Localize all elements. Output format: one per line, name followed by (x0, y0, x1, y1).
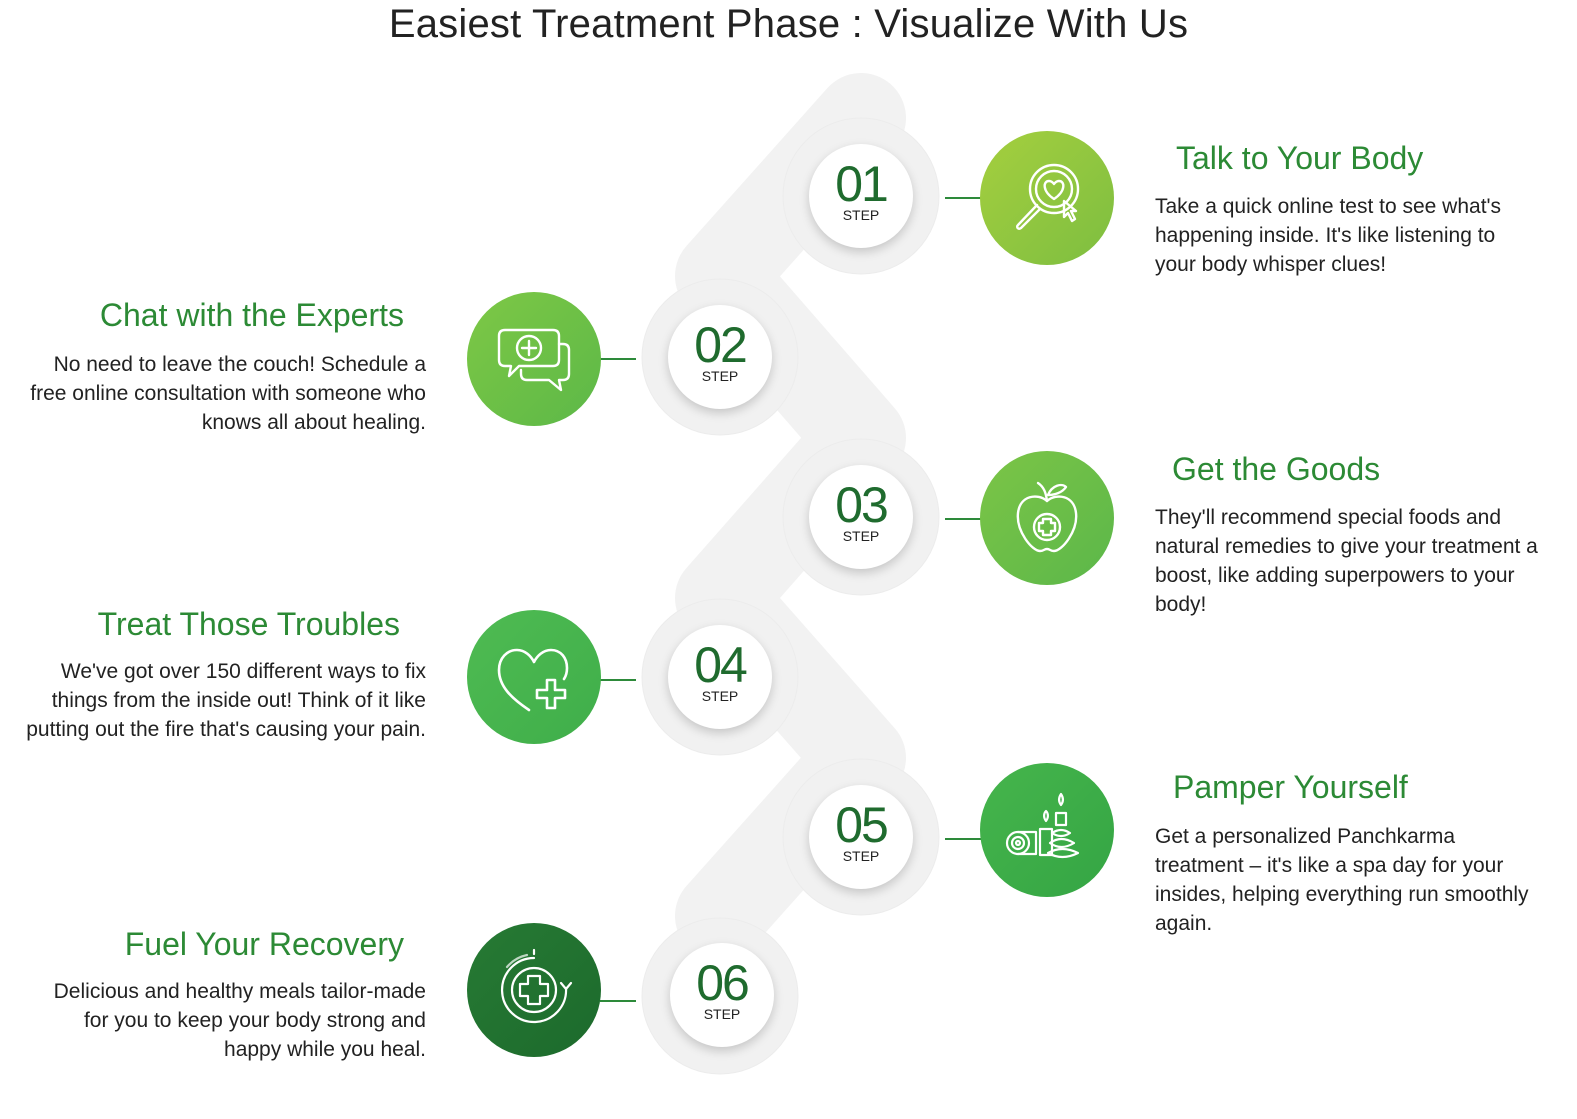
step-number: 04 (694, 637, 748, 693)
connector-line (600, 358, 636, 360)
step-number: 01 (835, 156, 889, 212)
step-label: STEP (842, 528, 880, 544)
medical-cross-refresh-icon (500, 948, 573, 1024)
connector-line (945, 518, 981, 520)
icon-circle-04 (467, 610, 601, 744)
step-badge-03: 03 STEP (809, 465, 913, 569)
step-description: We've got over 150 different ways to fix… (26, 660, 426, 741)
connector-line (945, 197, 981, 199)
step-badge-02: 02 STEP (668, 305, 772, 409)
connector-line (945, 838, 981, 840)
icon-circle-02 (467, 292, 601, 426)
step-number: 02 (694, 317, 748, 373)
step-description: They'll recommend special foods and natu… (1155, 506, 1538, 616)
step-label: STEP (701, 688, 739, 704)
step-description: Get a personalized Panchkarma treatment … (1155, 825, 1529, 935)
step-number: 06 (696, 955, 750, 1011)
heart-plus-icon (497, 648, 569, 712)
step-title: Chat with the Experts (99, 297, 404, 333)
step-label: STEP (701, 368, 739, 384)
step-number: 05 (835, 797, 889, 853)
step-title: Treat Those Troubles (97, 606, 400, 642)
step-title: Pamper Yourself (1173, 769, 1408, 805)
step-badge-05: 05 STEP (809, 785, 913, 889)
chat-bubbles-icon (497, 328, 571, 392)
step-title: Fuel Your Recovery (124, 926, 404, 962)
connector-line (600, 1000, 636, 1002)
step-label: STEP (842, 207, 880, 223)
step-title: Get the Goods (1172, 451, 1381, 487)
spa-candles-icon (1005, 792, 1080, 859)
connector-line (600, 679, 636, 681)
step-number: 03 (835, 477, 889, 533)
step-label: STEP (842, 848, 880, 864)
step-description: Delicious and healthy meals tailor-made … (53, 980, 426, 1061)
apple-plus-icon (1016, 481, 1078, 553)
icon-circle-06 (467, 923, 601, 1057)
icon-circle-01 (980, 131, 1114, 265)
step-description: No need to leave the couch! Schedule a f… (30, 353, 426, 434)
step-badge-01: 01 STEP (809, 144, 913, 248)
page-title: Easiest Treatment Phase : Visualize With… (388, 2, 1189, 46)
icon-circle-03 (980, 451, 1114, 585)
step-title: Talk to Your Body (1176, 140, 1424, 176)
heart-search-icon (1016, 163, 1080, 230)
icon-circle-05 (980, 763, 1114, 897)
step-label: STEP (703, 1006, 741, 1022)
step-badge-06: 06 STEP (670, 943, 774, 1047)
step-badge-04: 04 STEP (668, 625, 772, 729)
step-description: Take a quick online test to see what's h… (1155, 195, 1502, 276)
